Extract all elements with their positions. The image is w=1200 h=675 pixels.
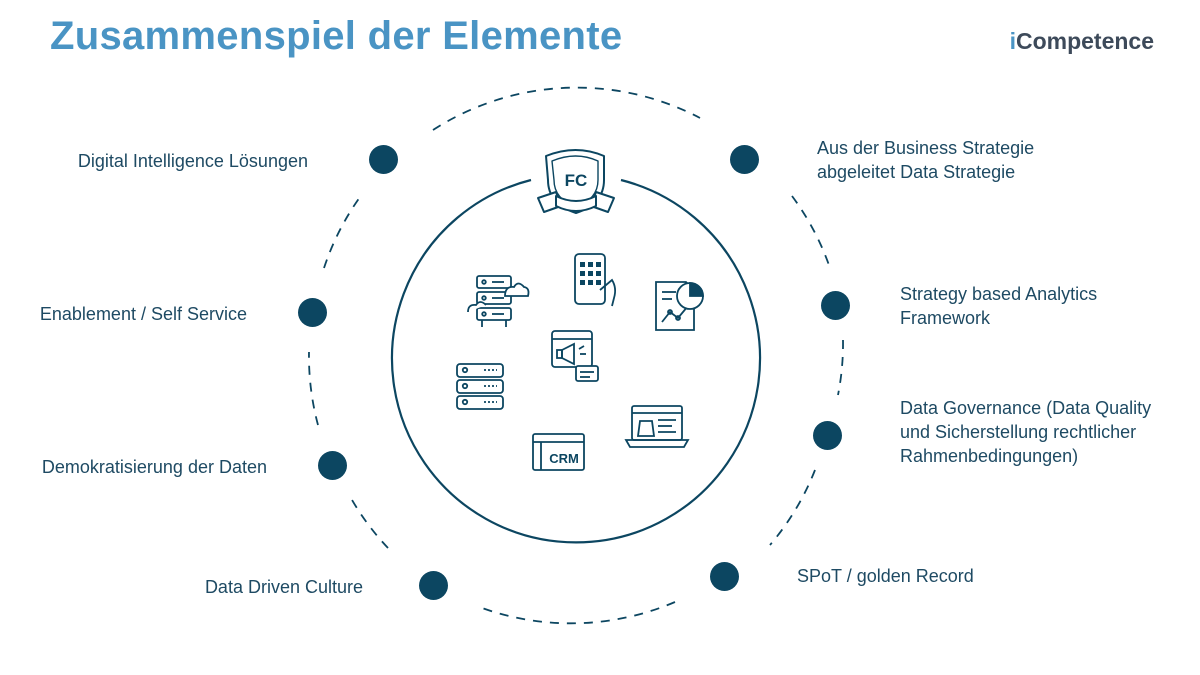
- outer-dashed-ring: [308, 86, 844, 625]
- server-cloud-icon: [467, 275, 530, 327]
- dot-analytics-framework: [821, 291, 850, 320]
- inner-circle: [390, 178, 762, 544]
- label-business-strategy: Aus der Business Strategie abgeleitet Da…: [817, 138, 1035, 182]
- shield-badge-icon: FC: [537, 149, 615, 214]
- server-stack-icon: [456, 363, 504, 410]
- label-digital-intelligence: Digital Intelligence Lösungen: [77, 151, 308, 171]
- label-enablement: Enablement / Self Service: [39, 304, 247, 324]
- dot-data-governance: [813, 421, 842, 450]
- dot-data-driven-culture: [419, 571, 448, 600]
- crm-icon: CRM: [532, 433, 585, 471]
- brand-logo: iCompetence: [1009, 28, 1154, 54]
- marketing-monitor-icon: [551, 330, 599, 382]
- crm-text: CRM: [549, 451, 579, 466]
- ecommerce-laptop-icon: [624, 405, 690, 448]
- label-data-driven-culture: Data Driven Culture: [204, 577, 363, 597]
- badge-text: FC: [565, 171, 588, 190]
- label-democratization: Demokratisierung der Daten: [41, 457, 267, 477]
- report-chart-icon: [655, 281, 704, 331]
- label-spot: SPoT / golden Record: [797, 566, 974, 586]
- label-analytics-framework: Strategy based Analytics Framework: [900, 284, 1098, 328]
- dot-spot: [710, 562, 739, 591]
- label-data-governance: Data Governance (Data Quality und Sicher…: [900, 398, 1152, 466]
- dot-digital-intelligence: [369, 145, 398, 174]
- dot-business-strategy: [730, 145, 759, 174]
- page-title: Zusammenspiel der Elemente: [50, 14, 623, 58]
- dot-democratization: [318, 451, 347, 480]
- dot-enablement: [298, 298, 327, 327]
- smartphone-icon: [574, 253, 617, 307]
